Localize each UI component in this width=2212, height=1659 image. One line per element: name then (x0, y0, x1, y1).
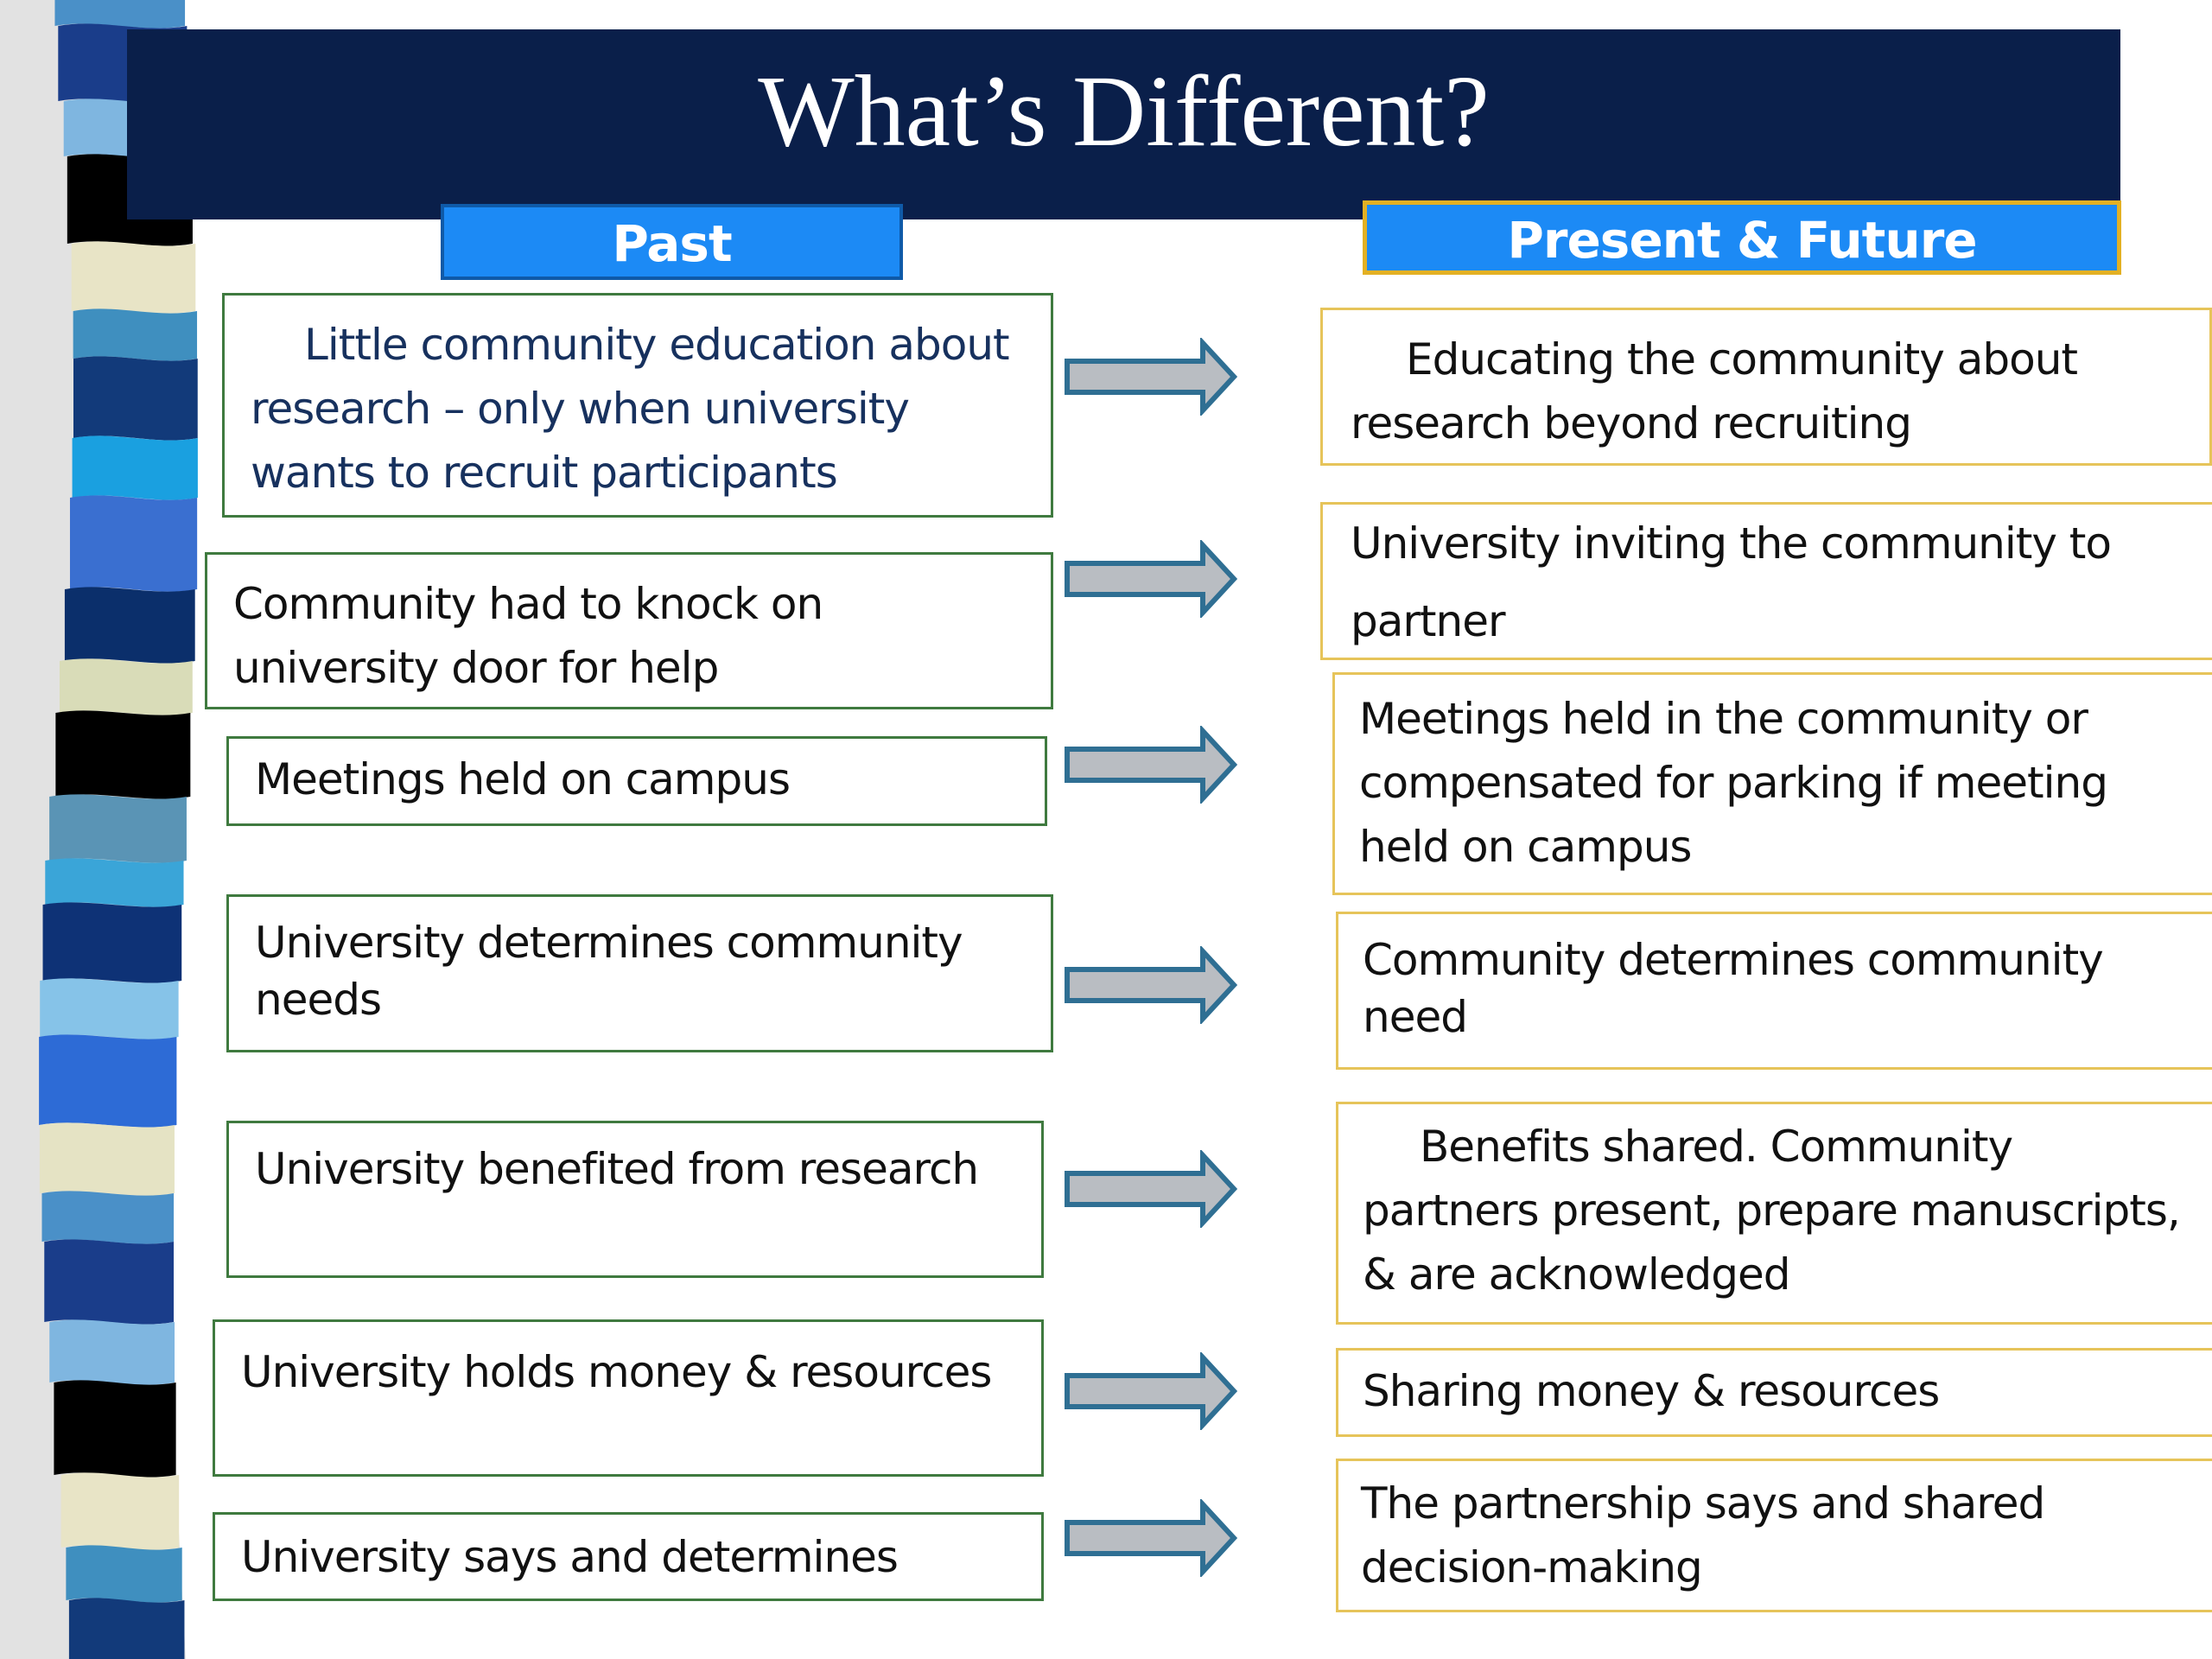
past-header: Past (441, 204, 903, 280)
stripe-segment (49, 1319, 175, 1385)
past-item-knock-door: Community had to knock on university doo… (205, 552, 1053, 709)
stripe-segment (45, 858, 184, 907)
stripe-segment (72, 435, 198, 500)
past-item-benefited: University benefited from research (226, 1121, 1044, 1278)
stripe-segment (49, 794, 187, 863)
stripe-segment (54, 1380, 176, 1478)
arrow-right-icon (1065, 1352, 1237, 1430)
past-item-meetings: Meetings held on campus (226, 736, 1047, 826)
stripe-segment (59, 658, 193, 715)
stripe-segment (41, 1191, 175, 1244)
arrow-right-icon (1065, 726, 1237, 804)
arrow-right-icon (1065, 1150, 1237, 1228)
stripe-segment (73, 308, 198, 361)
future-item-benefits: Benefits shared. Community partners pres… (1336, 1102, 2212, 1325)
stripe-segment (68, 1598, 185, 1659)
arrow-right-icon (1065, 540, 1237, 618)
arrow-right-icon (1065, 338, 1237, 416)
stripe-segment (69, 495, 198, 592)
stripe-segment (40, 978, 179, 1039)
stripe-segment (55, 710, 191, 799)
future-item-needs: Community determines community need (1336, 912, 2212, 1070)
slide-title: What’s Different? (758, 54, 1490, 168)
present-future-header: Present & Future (1363, 200, 2121, 275)
future-item-sharing: Sharing money & resources (1336, 1348, 2212, 1437)
past-item-money: University holds money & resources (213, 1319, 1044, 1477)
stripe-segment (66, 1545, 182, 1603)
stripe-segment (54, 0, 186, 29)
arrow-right-icon (1065, 946, 1237, 1024)
past-item-education: Little community education about researc… (222, 293, 1053, 518)
past-item-needs: University determines community needs (226, 894, 1053, 1052)
stripe-segment (44, 1239, 175, 1325)
stripe-segment (39, 1122, 175, 1196)
future-item-inviting: University inviting the community to par… (1320, 502, 2212, 660)
arrow-right-icon (1065, 1499, 1237, 1577)
stripe-segment (42, 902, 182, 983)
stripe-segment (64, 587, 195, 664)
title-bar: What’s Different? (127, 29, 2120, 219)
future-item-educating: Educating the community about research b… (1320, 308, 2212, 466)
decorative-stripe-band (0, 0, 216, 1659)
stripe-segment (73, 356, 198, 441)
future-item-partnership: The partnership says and shared decision… (1336, 1459, 2212, 1612)
past-item-determines: University says and determines (213, 1512, 1044, 1601)
future-item-meetings: Meetings held in the community or compen… (1332, 672, 2212, 895)
stripe-segment (39, 1034, 177, 1128)
stripe-segment (60, 1472, 180, 1550)
stripe-segment (71, 241, 196, 314)
